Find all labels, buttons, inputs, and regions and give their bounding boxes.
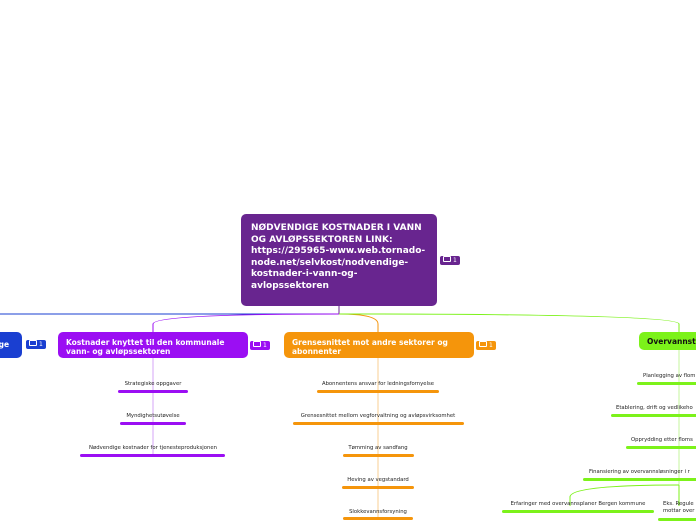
branch-node-blue[interactable]: ige xyxy=(0,332,22,358)
branch-label: Overvannsti xyxy=(647,337,696,346)
branch-label: ige xyxy=(0,340,10,349)
leaf-opprydding-etter-flom[interactable]: Opprydding etter floms xyxy=(631,437,693,443)
root-comment-badge[interactable]: 1 xyxy=(440,256,460,265)
leaf-etablering-drift[interactable]: Etablering, drift og vedlikeho xyxy=(616,405,693,411)
comment-icon xyxy=(479,341,487,347)
comment-icon xyxy=(443,256,451,262)
leaf-eks-regulering[interactable]: Eks. Regule mottar over xyxy=(663,501,695,514)
leaf-underline xyxy=(118,390,188,393)
leaf-grensesnittet-vegforvaltning[interactable]: Grensesnittet mellom vegforvaltning og a… xyxy=(300,413,456,419)
root-node[interactable]: NØDVENDIGE KOSTNADER I VANN OG AVLØPSSEK… xyxy=(241,214,437,306)
leaf-underline xyxy=(626,446,696,449)
branch-label: Kostnader knyttet til den kommunale vann… xyxy=(66,338,225,356)
leaf-underline xyxy=(317,390,439,393)
branch-comment-badge-grensesnittet[interactable]: 1 xyxy=(476,341,496,350)
leaf-underline xyxy=(637,382,696,385)
leaf-tomming-av-sandfang[interactable]: Tømming av sandfang xyxy=(348,445,408,451)
branch-comment-badge-blue[interactable]: 1 xyxy=(26,340,46,349)
leaf-nodvendige-kostnader[interactable]: Nødvendige kostnader for tjenesteproduks… xyxy=(89,445,217,451)
leaf-underline xyxy=(80,454,225,457)
leaf-underline xyxy=(658,518,696,521)
leaf-planlegging-av-flom[interactable]: Planlegging av flom xyxy=(643,373,696,379)
leaf-underline xyxy=(343,454,414,457)
leaf-strategiske-oppgaver[interactable]: Strategiske oppgaver xyxy=(124,381,182,387)
leaf-myndighetsutovelse[interactable]: Myndighetsutøvelse xyxy=(126,413,180,419)
leaf-slokkevannsforsyning[interactable]: Slokkevannsforsyning xyxy=(349,509,407,515)
branch-node-kostnader[interactable]: Kostnader knyttet til den kommunale vann… xyxy=(58,332,248,358)
leaf-underline xyxy=(120,422,186,425)
leaf-erfaringer-bergen[interactable]: Erfaringer med overvannsplaner Bergen ko… xyxy=(510,501,646,507)
leaf-underline xyxy=(293,422,464,425)
comment-icon xyxy=(253,341,261,347)
leaf-underline xyxy=(502,510,654,513)
branch-label: Grensesnittet mot andre sektorer og abon… xyxy=(292,338,448,356)
root-title: NØDVENDIGE KOSTNADER I VANN OG AVLØPSSEK… xyxy=(251,223,426,291)
leaf-underline xyxy=(583,478,696,481)
leaf-abonnentens-ansvar[interactable]: Abonnentens ansvar for ledningsfornyelse xyxy=(321,381,435,387)
branch-node-overvann[interactable]: Overvannsti xyxy=(639,332,696,350)
leaf-heving-av-vegstandard[interactable]: Heving av vegstandard xyxy=(347,477,409,483)
leaf-underline xyxy=(611,414,696,417)
leaf-underline xyxy=(342,486,414,489)
leaf-underline xyxy=(343,517,413,520)
branch-node-grensesnittet[interactable]: Grensesnittet mot andre sektorer og abon… xyxy=(284,332,474,358)
leaf-finansiering-overvann[interactable]: Finansiering av overvannsløsninger i r xyxy=(589,469,690,475)
comment-icon xyxy=(29,340,37,346)
branch-comment-badge-kostnader[interactable]: 1 xyxy=(250,341,270,350)
